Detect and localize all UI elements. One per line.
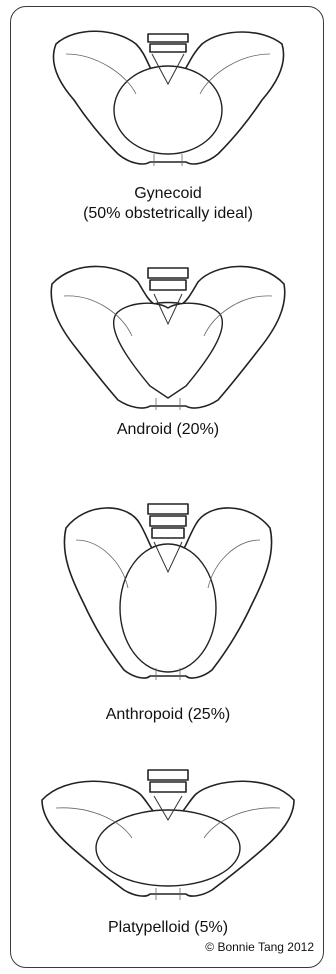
gynecoid-sublabel: (50% obstetrically ideal) [0, 204, 336, 224]
android-caption: Android (20%) [0, 420, 336, 440]
anthropoid-pelvis-illustration [36, 488, 300, 684]
platypelloid-pelvis-illustration [36, 760, 300, 910]
android-label: Android (20%) [0, 420, 336, 440]
gynecoid-caption: Gynecoid (50% obstetrically ideal) [0, 184, 336, 224]
anthropoid-label: Anthropoid (25%) [0, 705, 336, 725]
gynecoid-pelvis-illustration [36, 14, 300, 174]
anthropoid-caption: Anthropoid (25%) [0, 705, 336, 725]
gynecoid-label: Gynecoid [0, 184, 336, 204]
android-pelvis-illustration [36, 244, 300, 414]
platypelloid-caption: Platypelloid (5%) [0, 918, 336, 938]
copyright-notice: © Bonnie Tang 2012 [205, 940, 314, 954]
platypelloid-label: Platypelloid (5%) [0, 918, 336, 938]
